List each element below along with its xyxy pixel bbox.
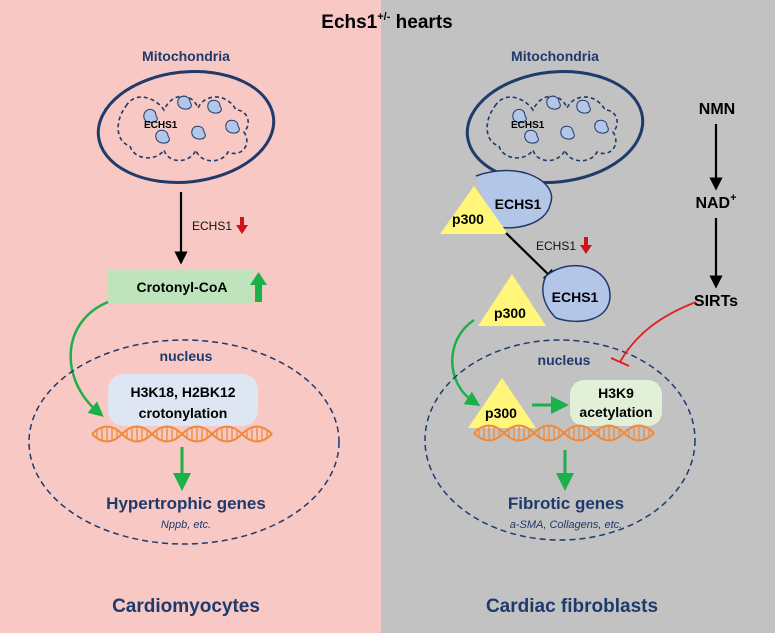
right-nucleus-label: nucleus bbox=[538, 352, 591, 368]
p300-nuclear-triangle bbox=[468, 378, 536, 428]
nad-label-group: NAD+ bbox=[695, 192, 736, 212]
nad-label: NAD bbox=[695, 195, 730, 212]
p300-free-triangle bbox=[478, 274, 546, 326]
left-red-down-icon bbox=[236, 217, 248, 234]
title-suffix: hearts bbox=[390, 12, 452, 33]
left-curved-green-arrow bbox=[69, 300, 109, 417]
crotonylation-line1: H3K18, H2BK12 bbox=[130, 384, 235, 400]
acetylation-line2: acetylation bbox=[579, 404, 652, 420]
echs1-free-shape bbox=[542, 264, 611, 322]
left-nucleus bbox=[28, 339, 340, 545]
cardiomyocytes-label: Cardiomyocytes bbox=[112, 596, 260, 617]
right-red-down-icon bbox=[580, 237, 592, 254]
echs1-free-label: ECHS1 bbox=[552, 289, 599, 305]
p300-free-label: p300 bbox=[494, 305, 526, 321]
p300-complex-label: p300 bbox=[452, 211, 484, 227]
right-arrow-echs1-label: ECHS1 bbox=[536, 239, 576, 253]
p300-nuclear-label: p300 bbox=[485, 405, 517, 421]
title-gene: Echs1 bbox=[321, 12, 377, 33]
left-arrow-echs1-label: ECHS1 bbox=[192, 219, 232, 233]
echs1-bound-label: ECHS1 bbox=[495, 196, 542, 212]
hypertrophic-genes-label: Hypertrophic genes bbox=[106, 494, 266, 513]
cardiac-fibroblasts-label: Cardiac fibroblasts bbox=[486, 596, 658, 617]
nmn-label: NMN bbox=[699, 101, 735, 118]
crotonyl-coa-box bbox=[108, 270, 254, 304]
left-dna-icon bbox=[91, 425, 273, 443]
crotonyl-coa-label: Crotonyl-CoA bbox=[137, 279, 228, 295]
hypertrophic-genes-examples: Nppb, etc. bbox=[161, 519, 211, 531]
right-nucleus bbox=[424, 339, 696, 541]
acetylation-box bbox=[570, 380, 662, 426]
right-echs1-inside-label: ECHS1 bbox=[511, 120, 545, 131]
p300-complex-triangle bbox=[440, 186, 508, 234]
right-curved-green-arrow bbox=[451, 318, 481, 407]
sirts-label: SIRTs bbox=[694, 293, 738, 310]
left-mitochondria-label: Mitochondria bbox=[142, 48, 230, 64]
crotonylation-box bbox=[108, 374, 258, 426]
fibrotic-genes-label: Fibrotic genes bbox=[508, 494, 624, 513]
nad-superscript: + bbox=[730, 192, 736, 204]
title-superscript: +/- bbox=[377, 11, 390, 23]
right-mitochondrion: ECHS1 bbox=[465, 70, 645, 184]
crotonyl-up-arrow-icon bbox=[250, 272, 267, 302]
left-echs1-inside-label: ECHS1 bbox=[144, 120, 178, 131]
figure-title: Echs1+/- hearts bbox=[321, 11, 452, 33]
sirts-inhibition-line bbox=[619, 301, 697, 363]
crotonylation-line2: crotonylation bbox=[139, 405, 228, 421]
right-mitochondria-label: Mitochondria bbox=[511, 48, 599, 64]
echs1-bound-shape bbox=[475, 169, 553, 229]
acetylation-line1: H3K9 bbox=[598, 385, 634, 401]
left-nucleus-label: nucleus bbox=[160, 348, 213, 364]
right-release-arrow bbox=[505, 232, 557, 283]
fibrotic-genes-examples: a-SMA, Collagens, etc. bbox=[510, 519, 623, 531]
inhibition-bar-icon bbox=[610, 357, 630, 367]
left-mitochondrion: ECHS1 bbox=[96, 70, 276, 184]
